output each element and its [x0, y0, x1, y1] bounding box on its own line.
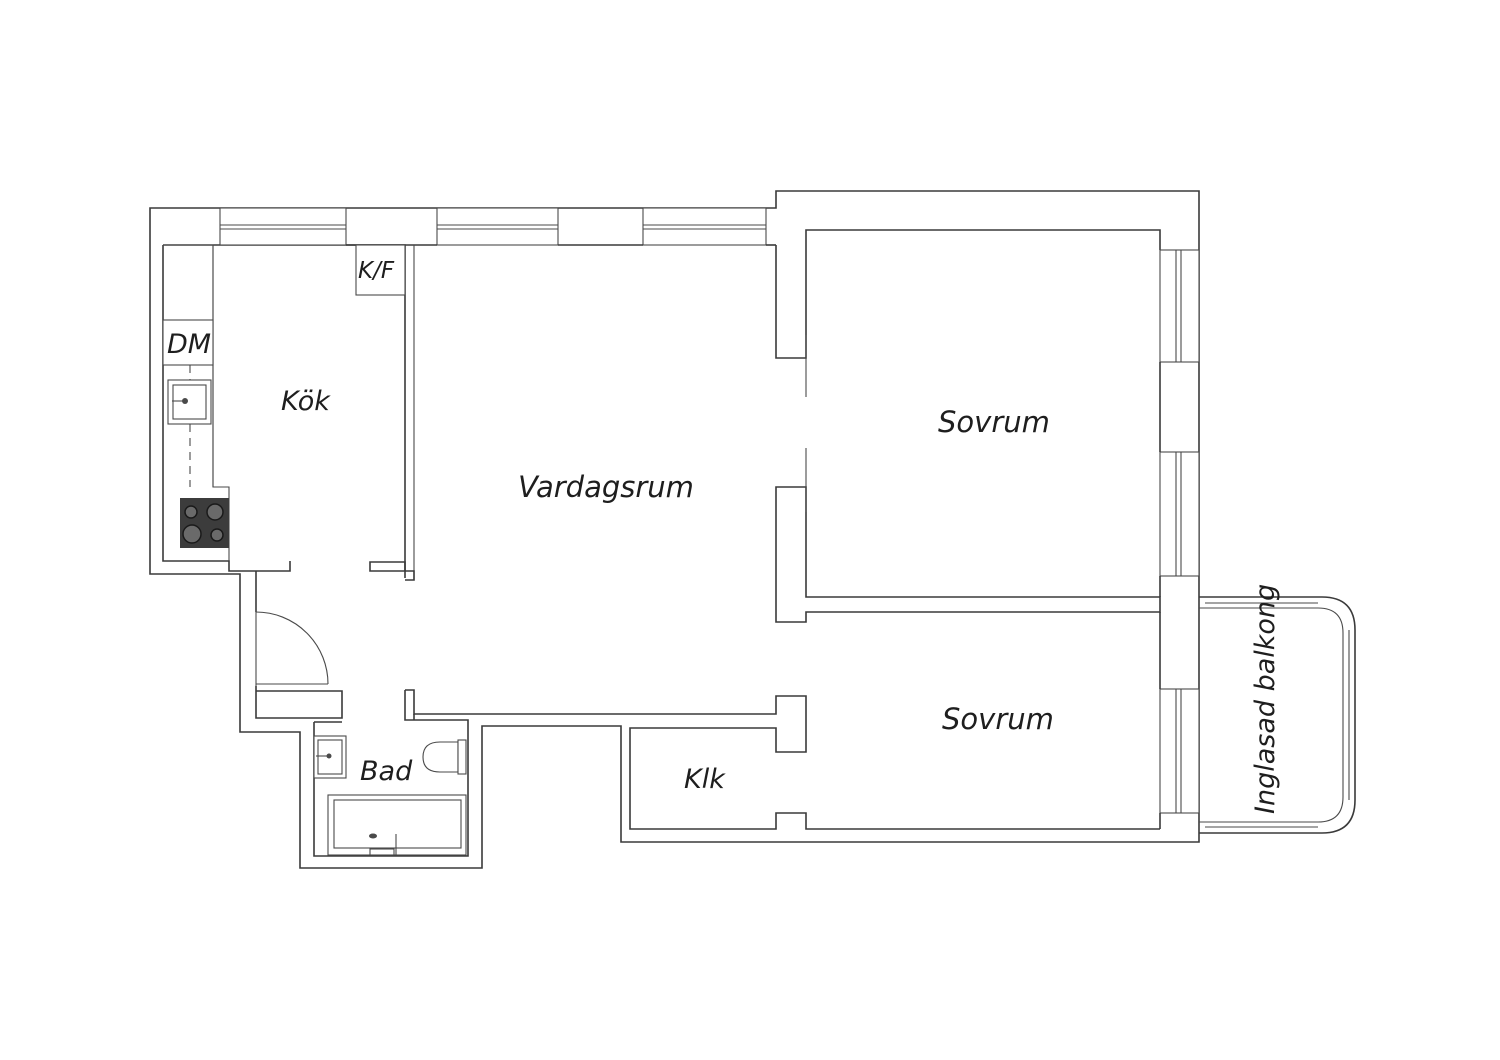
room-label-bad: Bad	[360, 756, 413, 787]
door-swing-icon	[255, 611, 329, 686]
stove-icon	[180, 498, 229, 548]
bathroom	[313, 721, 469, 857]
room-label-sovrum-bottom: Sovrum	[942, 702, 1054, 736]
top-windows	[219, 207, 776, 246]
outer-walls	[149, 190, 1200, 869]
room-label-klk: Klk	[684, 764, 726, 795]
window-icon	[1159, 451, 1200, 577]
bedroom-windows	[1159, 249, 1200, 829]
fixture-label-dm: DM	[167, 329, 211, 360]
window-icon	[1159, 688, 1200, 814]
window-icon	[436, 207, 559, 246]
kitchen	[162, 244, 415, 581]
window-icon	[642, 207, 767, 246]
room-label-balkong: Inglasad balkong	[1250, 584, 1281, 814]
labels: K/F DM Kök Vardagsrum Sovrum Sovrum Bad …	[167, 258, 1281, 814]
window-icon	[219, 207, 347, 246]
window-icon	[1159, 249, 1200, 363]
toilet-icon	[422, 739, 467, 775]
sink-icon	[167, 379, 212, 425]
bathtub-icon	[327, 794, 467, 856]
room-label-sovrum-top: Sovrum	[938, 405, 1050, 439]
room-label-vardagsrum: Vardagsrum	[518, 470, 694, 504]
balcony	[1199, 596, 1356, 834]
room-label-kok: Kök	[281, 386, 331, 417]
living-room-walls	[404, 229, 1161, 830]
fixture-label-kf: K/F	[358, 258, 395, 284]
sink-icon	[313, 735, 347, 779]
